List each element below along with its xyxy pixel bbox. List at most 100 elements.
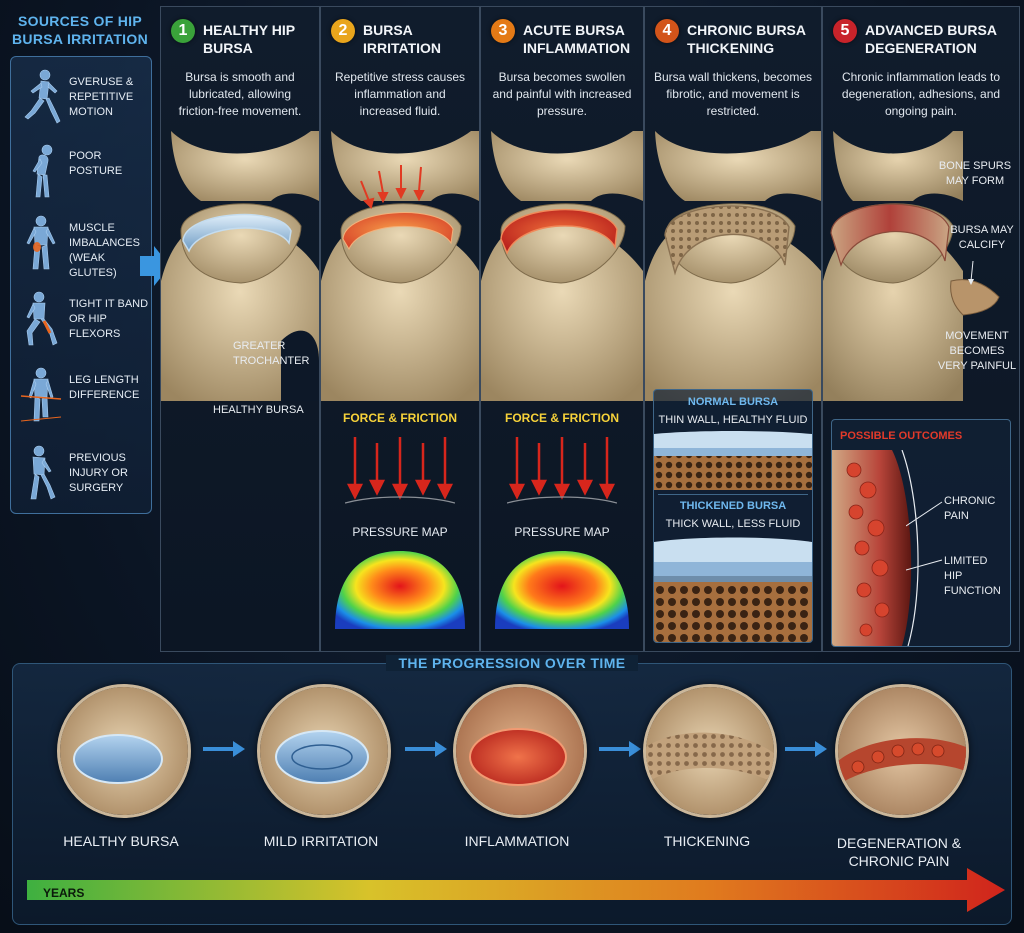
- degenerated-tissue-closeup: [832, 450, 919, 646]
- pressure-map-heat: [495, 551, 629, 629]
- source-item-leg-length: LEG LENGTH DIFFERENCE: [17, 361, 149, 425]
- progression-title-text: THE PROGRESSION OVER TIME: [386, 655, 638, 671]
- source-label: MUSCLE IMBALANCES (WEAK GLUTES): [69, 222, 140, 279]
- stage-header: 4 CHRONIC BURSA THICKENING Bursa wall th…: [645, 7, 821, 131]
- stage-header: 3 ACUTE BURSA INFLAMMATION Bursa becomes…: [481, 7, 643, 131]
- progression-circle-degeneration: [835, 684, 969, 818]
- limping-figure-icon: [30, 445, 56, 500]
- muscle-figure-icon: [26, 215, 56, 270]
- bursa-comparison-inset: NORMAL BURSA THIN WALL, HEALTHY FLUID TH…: [653, 389, 813, 643]
- stage-title: BURSA IRRITATION: [363, 22, 442, 56]
- stage-number-badge: 2: [331, 19, 355, 43]
- source-item-injury: PREVIOUS INJURY OR SURGERY: [17, 439, 149, 503]
- sources-list: GVERUSE & REPETITIVE MOTION POOR POSTURE: [10, 56, 152, 514]
- stage-number-badge: 1: [171, 19, 195, 43]
- inflammation-closeup: [456, 687, 584, 815]
- stage-description: Bursa becomes swollen and painful with i…: [492, 70, 632, 118]
- progression-arrow-icon: [785, 741, 827, 757]
- slouched-figure-icon: [32, 144, 53, 198]
- runner-figure-icon: [24, 69, 61, 124]
- healthy-bursa-label: HEALTHY BURSA: [213, 404, 304, 416]
- stage-header: 2 BURSA IRRITATION Repetitive stress cau…: [321, 7, 479, 131]
- normal-bursa-subtitle: THIN WALL, HEALTHY FLUID: [658, 414, 808, 426]
- limited-function-label: LIMITED HIP FUNCTION: [944, 555, 1001, 597]
- sidebar-title: SOURCES OF HIP BURSA IRRITATION: [12, 13, 148, 47]
- source-item-overuse: GVERUSE & REPETITIVE MOTION: [17, 63, 149, 127]
- progression-circle-thickening: [643, 684, 777, 818]
- pressure-map-heat: [335, 551, 465, 629]
- stage-title: HEALTHY HIP BURSA: [203, 22, 295, 56]
- source-label: PREVIOUS INJURY OR SURGERY: [69, 452, 128, 494]
- stage-number-badge: 3: [491, 19, 515, 43]
- progression-arrow-icon: [203, 741, 245, 757]
- force-arrows-icon: [345, 437, 455, 504]
- progression-label: INFLAMMATION: [464, 833, 570, 849]
- progression-circle-inflammation: [453, 684, 587, 818]
- stage-description: Chronic inflammation leads to degenerati…: [841, 70, 1001, 118]
- stage-header: 1 HEALTHY HIP BURSA Bursa is smooth and …: [161, 7, 319, 131]
- force-friction-label: FORCE & FRICTION: [343, 411, 457, 425]
- movement-painful-label: MOVEMENT BECOMES VERY PAINFUL: [937, 330, 1017, 372]
- arrow-right-icon: [140, 246, 170, 286]
- source-item-tight-band: TIGHT IT BAND OR HIP FLEXORS: [17, 285, 149, 349]
- source-label: POOR POSTURE: [69, 150, 123, 177]
- normal-bursa-title: NORMAL BURSA: [687, 396, 779, 408]
- pressure-map-label: PRESSURE MAP: [514, 525, 610, 539]
- bursa-calcify-label: BURSA MAY CALCIFY: [950, 224, 1014, 251]
- lunge-figure-icon: [26, 291, 58, 346]
- stage-5-panel: 5 ADVANCED BURSA DEGENERATION Chronic in…: [822, 6, 1020, 652]
- healthy-bursa-closeup: [60, 687, 188, 815]
- stage-2-panel: 2 BURSA IRRITATION Repetitive stress cau…: [320, 6, 480, 652]
- thickened-bursa-subtitle: THICK WALL, LESS FLUID: [665, 518, 801, 530]
- stage-3-panel: 3 ACUTE BURSA INFLAMMATION Bursa becomes…: [480, 6, 644, 652]
- pressure-map-label: PRESSURE MAP: [352, 525, 448, 539]
- irritated-hip-illustration: [321, 131, 479, 401]
- degenerated-hip-illustration: [823, 131, 1000, 401]
- progression-circle-mild: [257, 684, 391, 818]
- thickening-closeup: [646, 687, 774, 815]
- source-item-muscle: MUSCLE IMBALANCES (WEAK GLUTES): [17, 209, 149, 279]
- stage-title: CHRONIC BURSA THICKENING: [687, 22, 806, 56]
- stage-4-panel: 4 CHRONIC BURSA THICKENING Bursa wall th…: [644, 6, 822, 652]
- bone-spurs-label: BONE SPURS MAY FORM: [938, 160, 1012, 187]
- stage-description: Repetitive stress causes inflammation an…: [334, 70, 466, 118]
- stage-header: 5 ADVANCED BURSA DEGENERATION Chronic in…: [823, 7, 1019, 131]
- stage-number-badge: 5: [833, 19, 857, 43]
- progression-arrow-icon: [599, 741, 641, 757]
- healthy-hip-illustration: [161, 131, 319, 401]
- stage-description: Bursa wall thickens, becomes fibrotic, a…: [653, 70, 813, 118]
- source-label: TIGHT IT BAND OR HIP FLEXORS: [69, 298, 149, 340]
- progression-label: DEGENERATION & CHRONIC PAIN: [836, 835, 962, 869]
- years-label: YEARS: [43, 886, 85, 900]
- inflamed-hip-illustration: [481, 131, 643, 401]
- chronic-pain-label: CHRONIC PAIN: [944, 495, 996, 522]
- stage-title: ADVANCED BURSA DEGENERATION: [865, 22, 997, 56]
- normal-bursa-cross-section: [654, 431, 812, 490]
- possible-outcomes-inset: POSSIBLE OUTCOMES CHRONIC PAIN LIMITED H…: [831, 419, 1011, 647]
- mild-irritation-closeup: [260, 687, 388, 815]
- greater-trochanter-label: GREATER TROCHANTER: [233, 340, 310, 367]
- force-friction-label: FORCE & FRICTION: [505, 411, 619, 425]
- standing-figure-icon: [20, 367, 62, 422]
- progression-label: THICKENING: [663, 833, 751, 849]
- outcomes-title: POSSIBLE OUTCOMES: [840, 430, 963, 442]
- source-label: GVERUSE & REPETITIVE MOTION: [69, 76, 134, 118]
- source-item-posture: POOR POSTURE: [17, 137, 149, 201]
- thickened-bursa-cross-section: [654, 537, 812, 642]
- stage-number-badge: 4: [655, 19, 679, 43]
- progression-title: THE PROGRESSION OVER TIME: [13, 655, 1011, 673]
- progression-section: THE PROGRESSION OVER TIME: [12, 655, 1012, 925]
- thickened-hip-illustration: [645, 131, 821, 401]
- thickened-bursa-title: THICKENED BURSA: [679, 500, 787, 512]
- source-label: LEG LENGTH DIFFERENCE: [69, 374, 140, 401]
- sources-sidebar: SOURCES OF HIP BURSA IRRITATION GVERUSE …: [6, 6, 154, 514]
- outcome-pointer-lines: [906, 501, 943, 571]
- stage-description: Bursa is smooth and lubricated, allowing…: [178, 70, 302, 118]
- progression-circle-healthy: [57, 684, 191, 818]
- force-arrows-icon: [507, 437, 617, 504]
- degeneration-closeup: [838, 687, 966, 815]
- stage-1-panel: 1 HEALTHY HIP BURSA Bursa is smooth and …: [160, 6, 320, 652]
- progression-arrow-icon: [405, 741, 447, 757]
- years-timeline-arrow: [27, 868, 1005, 912]
